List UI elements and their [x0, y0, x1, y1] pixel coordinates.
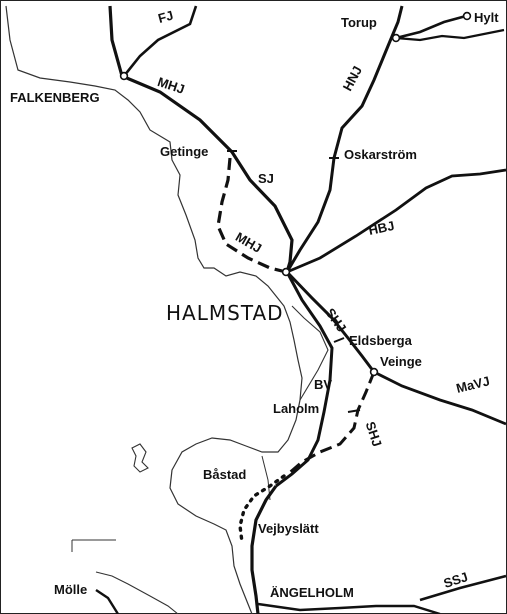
sj-main-line	[108, 5, 294, 273]
label-laholm: Laholm	[273, 401, 320, 416]
label-bastad: Båstad	[203, 467, 247, 482]
kullen-marker	[71, 539, 116, 552]
line-code-bv: BV	[314, 377, 333, 392]
label-molle: Mölle	[54, 582, 88, 597]
ssj-line	[257, 602, 441, 614]
mhj-dashed-line	[216, 157, 287, 274]
molle-line	[95, 589, 120, 614]
mavj-line	[373, 370, 507, 426]
falkenberg-station-marker	[119, 71, 129, 81]
label-angelholm: ÄNGELHOLM	[270, 585, 354, 600]
veinge-station-marker	[369, 367, 379, 377]
hbj-line	[286, 168, 507, 274]
line-code-sj: SJ	[258, 171, 274, 186]
laholm-station-tick	[347, 409, 361, 413]
label-getinge: Getinge	[160, 144, 209, 159]
label-torup: Torup	[341, 15, 377, 30]
sj-south-line	[250, 485, 278, 614]
torup-east-line	[395, 28, 505, 42]
fj-line	[122, 5, 198, 77]
coastline-molle	[95, 571, 179, 614]
label-veinge: Veinge	[380, 354, 422, 369]
eldsberga-station-tick	[333, 337, 345, 343]
hylte-line	[395, 14, 467, 40]
shj-line	[285, 270, 376, 373]
coastline	[5, 5, 303, 614]
bv-line	[275, 271, 334, 488]
hnj-line	[285, 5, 404, 273]
label-halmstad: HALMSTAD	[166, 301, 284, 325]
hylte-station-marker	[462, 11, 472, 21]
label-vejbyslatt: Vejbyslätt	[258, 521, 319, 536]
label-eldsberga: Eldsberga	[349, 333, 412, 348]
halmstad-station-marker	[281, 267, 291, 277]
label-hylte: Hylt	[474, 10, 499, 25]
line-code-fj: FJ	[156, 7, 175, 26]
shj-dashed-line	[287, 371, 376, 476]
label-oskarstrom: Oskarström	[344, 147, 417, 162]
ssj-east-line	[419, 574, 507, 602]
label-falkenberg: FALKENBERG	[10, 90, 100, 105]
dotted-line	[238, 474, 286, 544]
torup-station-marker	[391, 33, 401, 43]
island	[131, 443, 149, 473]
coastline-south	[291, 305, 329, 401]
